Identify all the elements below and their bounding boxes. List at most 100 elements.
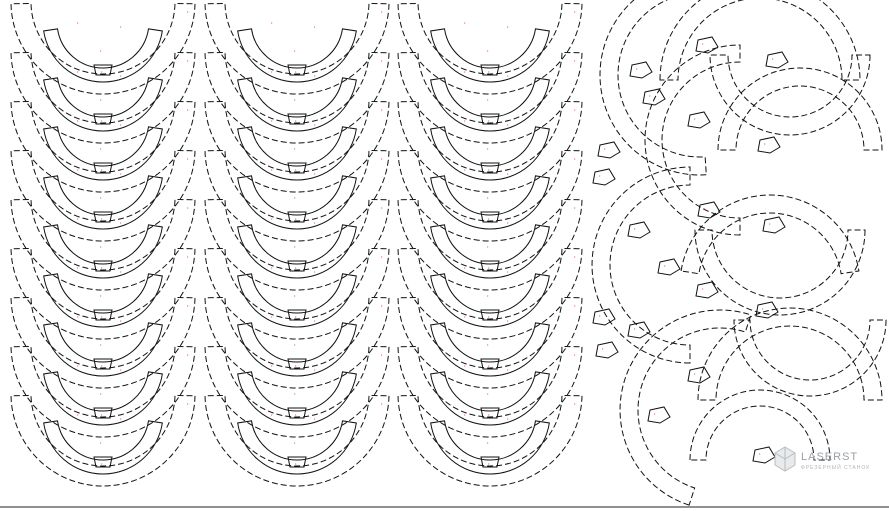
- arc-part: [237, 273, 357, 328]
- small-piece: [595, 341, 619, 359]
- arc-part: [430, 273, 550, 328]
- tab-part: [93, 456, 113, 468]
- arc-part: [43, 371, 163, 426]
- part-label: •: [77, 265, 79, 270]
- part-label: •: [574, 352, 576, 357]
- part-label: •: [77, 118, 79, 123]
- part-label: •: [634, 326, 636, 331]
- arc-part: [689, 389, 831, 461]
- small-piece: [592, 168, 616, 186]
- tab-part: [93, 64, 113, 76]
- tab-part: [480, 260, 500, 272]
- part-label: •: [187, 303, 189, 308]
- part-label: •: [120, 318, 122, 323]
- part-label: •: [314, 24, 316, 29]
- part-label: •: [381, 107, 383, 112]
- part-label: •: [271, 118, 273, 123]
- arc-part: [644, 44, 741, 236]
- part-label: •: [77, 363, 79, 368]
- part-label: •: [295, 167, 297, 172]
- part-label: •: [487, 244, 489, 249]
- tab-part: [480, 309, 500, 321]
- tab-part: [287, 211, 307, 223]
- tab-part: [287, 456, 307, 468]
- part-label: •: [488, 412, 490, 417]
- arc-part: [204, 100, 390, 193]
- part-label: •: [101, 216, 103, 221]
- part-label: •: [487, 97, 489, 102]
- part-label: •: [507, 416, 509, 421]
- arc-part: [43, 420, 163, 475]
- arc-part: [659, 0, 861, 81]
- part-label: •: [77, 167, 79, 172]
- arc-part: [397, 296, 583, 389]
- arc-part: [43, 126, 163, 181]
- part-label: •: [120, 220, 122, 225]
- arc-part: [43, 322, 163, 377]
- part-label: •: [507, 73, 509, 78]
- part-label: •: [101, 118, 103, 123]
- arc-part: [694, 229, 866, 316]
- part-label: •: [764, 141, 766, 146]
- arc-part: [204, 51, 390, 144]
- arc-part: [10, 296, 196, 389]
- tab-part: [480, 113, 500, 125]
- part-label: •: [381, 205, 383, 210]
- part-label: •: [507, 269, 509, 274]
- small-piece: [695, 281, 719, 299]
- small-piece: [592, 308, 616, 326]
- part-label: •: [507, 318, 509, 323]
- part-label: •: [488, 314, 490, 319]
- tab-part: [93, 260, 113, 272]
- part-label: •: [271, 167, 273, 172]
- part-label: •: [574, 9, 576, 14]
- part-label: •: [295, 216, 297, 221]
- arc-part: [717, 67, 883, 151]
- small-piece: [697, 201, 721, 219]
- arc-part: [430, 175, 550, 230]
- part-label: •: [694, 116, 696, 121]
- arc-part: [397, 345, 583, 438]
- part-label: •: [464, 20, 466, 25]
- part-label: •: [187, 9, 189, 14]
- small-piece: [647, 406, 671, 424]
- part-label: •: [487, 391, 489, 396]
- arc-part: [10, 198, 196, 291]
- arc-part: [10, 394, 196, 487]
- arc-part: [204, 394, 390, 487]
- part-label: •: [100, 391, 102, 396]
- part-label: •: [77, 314, 79, 319]
- part-label: •: [487, 342, 489, 347]
- arc-part: [430, 224, 550, 279]
- arc-part: [10, 345, 196, 438]
- part-label: •: [464, 265, 466, 270]
- part-label: •: [187, 205, 189, 210]
- arc-part: [430, 322, 550, 377]
- part-label: •: [487, 293, 489, 298]
- part-label: •: [120, 269, 122, 274]
- arc-part: [237, 175, 357, 230]
- part-label: •: [487, 195, 489, 200]
- part-label: •: [295, 412, 297, 417]
- part-label: •: [101, 314, 103, 319]
- part-label: •: [507, 171, 509, 176]
- arc-part: [591, 166, 691, 364]
- part-label: •: [488, 265, 490, 270]
- arc-part: [204, 2, 390, 95]
- part-label: •: [702, 286, 704, 291]
- part-label: •: [574, 303, 576, 308]
- part-label: •: [187, 352, 189, 357]
- part-label: •: [101, 363, 103, 368]
- part-label: •: [574, 107, 576, 112]
- part-label: •: [636, 66, 638, 71]
- arc-part: [204, 198, 390, 291]
- arc-part: [237, 77, 357, 132]
- part-label: •: [654, 411, 656, 416]
- part-label: •: [77, 412, 79, 417]
- arc-part: [10, 247, 196, 340]
- part-label: •: [314, 122, 316, 127]
- small-piece: [687, 111, 711, 129]
- arc-parts-group: • • • • • • • • • • • • • • • • • • • • • • • • • • • • • • • • • • • • • • • •…: [10, 2, 583, 487]
- part-label: •: [120, 73, 122, 78]
- part-label: •: [314, 318, 316, 323]
